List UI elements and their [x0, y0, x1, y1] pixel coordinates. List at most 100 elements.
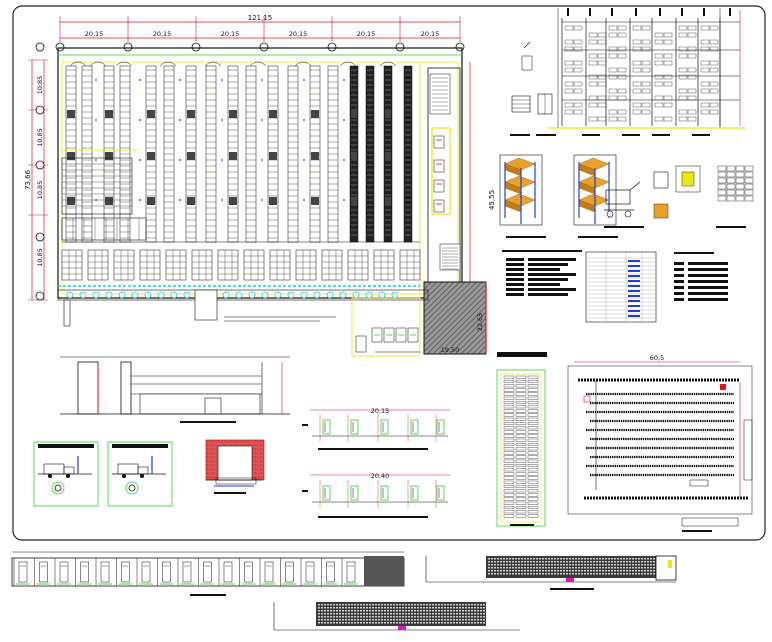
- strip-cell: [578, 561, 580, 563]
- strip-cell: [524, 564, 526, 566]
- strip-cell: [620, 573, 622, 575]
- strip-cell: [435, 604, 437, 606]
- box: [641, 60, 651, 66]
- aisle-marker: [343, 199, 345, 201]
- strip-cell: [429, 613, 431, 615]
- dock-detail-title: [112, 444, 168, 448]
- column-bay: [503, 417, 515, 421]
- column-bay: [527, 430, 539, 434]
- strip-cell: [324, 604, 326, 606]
- strip-cell: [650, 570, 652, 572]
- strip-cell: [509, 567, 511, 569]
- door-swing: [204, 61, 222, 67]
- bay-width-label: 20,15: [289, 30, 308, 38]
- box: [663, 74, 673, 80]
- dock-door: [235, 291, 243, 299]
- strip-cell: [471, 622, 473, 624]
- strip-cell: [551, 564, 553, 566]
- strip-cell: [545, 558, 547, 560]
- strip-cell: [453, 613, 455, 615]
- box: [632, 81, 642, 87]
- strip-cell: [351, 613, 353, 615]
- column-bay: [503, 401, 515, 404]
- strip-cell: [450, 616, 452, 618]
- column-bay: [527, 384, 539, 388]
- strip-door: [244, 561, 253, 583]
- strip-cell: [578, 567, 580, 569]
- strip-cell: [635, 558, 637, 560]
- strip-cell: [611, 564, 613, 566]
- strip-cell: [599, 564, 601, 566]
- strip-cell: [575, 564, 577, 566]
- strip-cell: [539, 567, 541, 569]
- strip-cell: [587, 573, 589, 575]
- strip-cell: [638, 564, 640, 566]
- door-swing: [339, 61, 357, 67]
- dimension-mark: [611, 8, 613, 16]
- strip-cell: [393, 607, 395, 609]
- gate-post: [322, 419, 331, 435]
- table-row: [688, 262, 728, 265]
- strip-cell: [348, 622, 350, 624]
- crate: [744, 165, 754, 172]
- column-bay: [515, 506, 527, 509]
- side-view-line: [523, 41, 531, 49]
- strip-cell: [459, 616, 461, 618]
- strip-cell: [447, 622, 449, 624]
- column-bay: [527, 459, 539, 463]
- strip-cell: [587, 567, 589, 569]
- dock-door: [287, 291, 295, 299]
- column-bay: [527, 409, 539, 413]
- strip-cell: [530, 570, 532, 572]
- aisle-marker: [95, 79, 97, 81]
- strip-cell: [456, 604, 458, 606]
- strip-cell: [330, 619, 332, 621]
- box: [663, 102, 673, 108]
- column-bay: [527, 443, 539, 446]
- strip-cell: [548, 573, 550, 575]
- strip-cell: [354, 622, 356, 624]
- table-row: [674, 274, 684, 277]
- strip-cell: [521, 558, 523, 560]
- strip-cell: [474, 610, 476, 612]
- strip-cell: [587, 570, 589, 572]
- column-bay: [527, 501, 539, 505]
- strip-cell: [483, 610, 485, 612]
- table-title-mark: [502, 250, 582, 252]
- strip-cell: [432, 604, 434, 606]
- gate-upper-width-label: 20,15: [371, 407, 390, 415]
- strip-cell: [635, 564, 637, 566]
- strip-cell: [453, 610, 455, 612]
- table-value: [628, 295, 640, 297]
- box: [687, 53, 697, 59]
- table-row: [506, 293, 524, 296]
- strip-cell: [629, 561, 631, 563]
- view-caption-mark: [622, 134, 640, 136]
- column-bay: [515, 417, 527, 421]
- detail-callout: [125, 481, 139, 495]
- strip-cell: [650, 561, 652, 563]
- strip-cell: [527, 570, 529, 572]
- strip-cell: [456, 622, 458, 624]
- dock-door: [170, 291, 178, 299]
- column-bay: [503, 489, 515, 493]
- strip-cell: [456, 607, 458, 609]
- strip-cell: [384, 607, 386, 609]
- strip-cell: [393, 610, 395, 612]
- strip-cell: [650, 573, 652, 575]
- box: [709, 67, 719, 73]
- box: [617, 53, 627, 59]
- strip-cell: [500, 561, 502, 563]
- table-row: [674, 280, 684, 283]
- column-bay: [527, 464, 539, 467]
- strip-cell: [566, 567, 568, 569]
- strip-cell: [441, 619, 443, 621]
- strip-cell: [381, 604, 383, 606]
- column-bay: [503, 514, 515, 518]
- equip-box: [653, 171, 669, 189]
- strip-cell: [644, 567, 646, 569]
- strip-cell: [426, 619, 428, 621]
- equipment-details: [604, 165, 754, 228]
- strip-cell: [560, 567, 562, 569]
- strip-cell: [363, 616, 365, 618]
